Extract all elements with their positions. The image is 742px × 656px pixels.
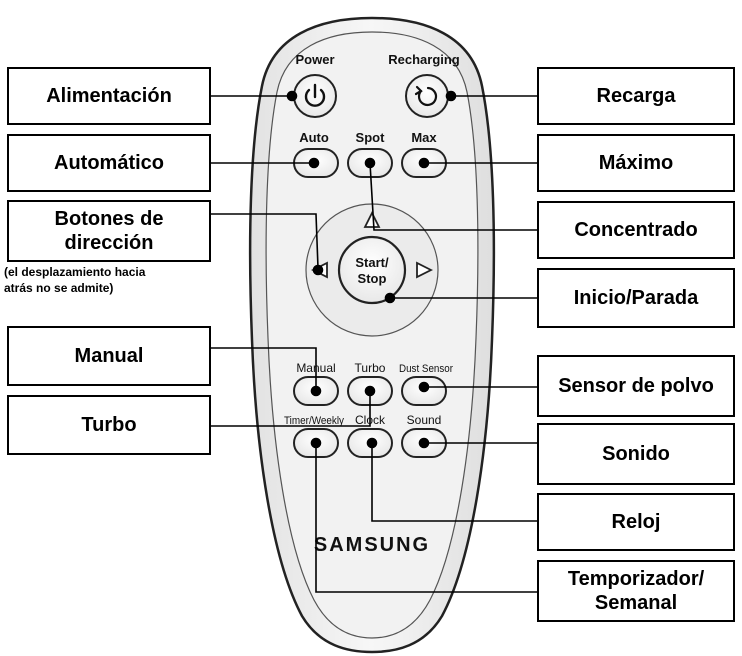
callout-temporizador-line2: Semanal (594, 592, 678, 614)
power-label: Power (295, 52, 334, 67)
spot-label: Spot (356, 130, 386, 145)
callout-inicio-parada: Inicio/Parada (537, 268, 735, 328)
dust-sensor-label: Dust Sensor (399, 363, 453, 375)
callout-botones-direccion-line2: dirección (64, 232, 154, 254)
callout-botones-direccion: Botones de dirección (7, 200, 211, 262)
recharging-label: Recharging (388, 52, 460, 67)
callout-recarga: Recarga (537, 67, 735, 125)
callout-temporizador: Temporizador/ Semanal (537, 560, 735, 622)
callout-turbo: Turbo (7, 395, 211, 455)
max-label: Max (411, 130, 437, 145)
callout-direccion-note: (el desplazamiento hacia atrás no se adm… (4, 265, 224, 296)
start-stop-button[interactable] (337, 235, 407, 305)
callout-reloj: Reloj (537, 493, 735, 551)
turbo-label: Turbo (355, 361, 386, 375)
callout-direccion-note-line1: (el desplazamiento hacia (4, 265, 146, 279)
callout-direccion-note-line2: atrás no se admite) (4, 280, 114, 295)
callout-alimentacion: Alimentación (7, 67, 211, 125)
callout-manual: Manual (7, 326, 211, 386)
auto-label: Auto (299, 130, 329, 145)
leader-lines (210, 90, 538, 593)
power-icon (304, 83, 326, 107)
direction-forward-icon[interactable] (363, 210, 381, 228)
sound-label: Sound (407, 413, 442, 427)
callout-maximo: Máximo (537, 134, 735, 192)
start-stop-label-line1: Start/ (355, 255, 389, 270)
callout-temporizador-line1: Temporizador/ (567, 568, 705, 590)
callout-sensor-polvo: Sensor de polvo (537, 355, 735, 417)
recharge-icon (414, 85, 438, 107)
callout-botones-direccion-line1: Botones de (54, 208, 164, 230)
start-stop-label-line2: Stop (358, 271, 387, 286)
recharging-button[interactable] (405, 74, 449, 118)
direction-right-icon[interactable] (416, 261, 434, 279)
callout-concentrado: Concentrado (537, 201, 735, 259)
timer-weekly-label: Timer/Weekly (284, 415, 344, 427)
brand-logo: SAMSUNG (314, 534, 430, 556)
callout-sonido: Sonido (537, 423, 735, 485)
callout-automatico: Automático (7, 134, 211, 192)
